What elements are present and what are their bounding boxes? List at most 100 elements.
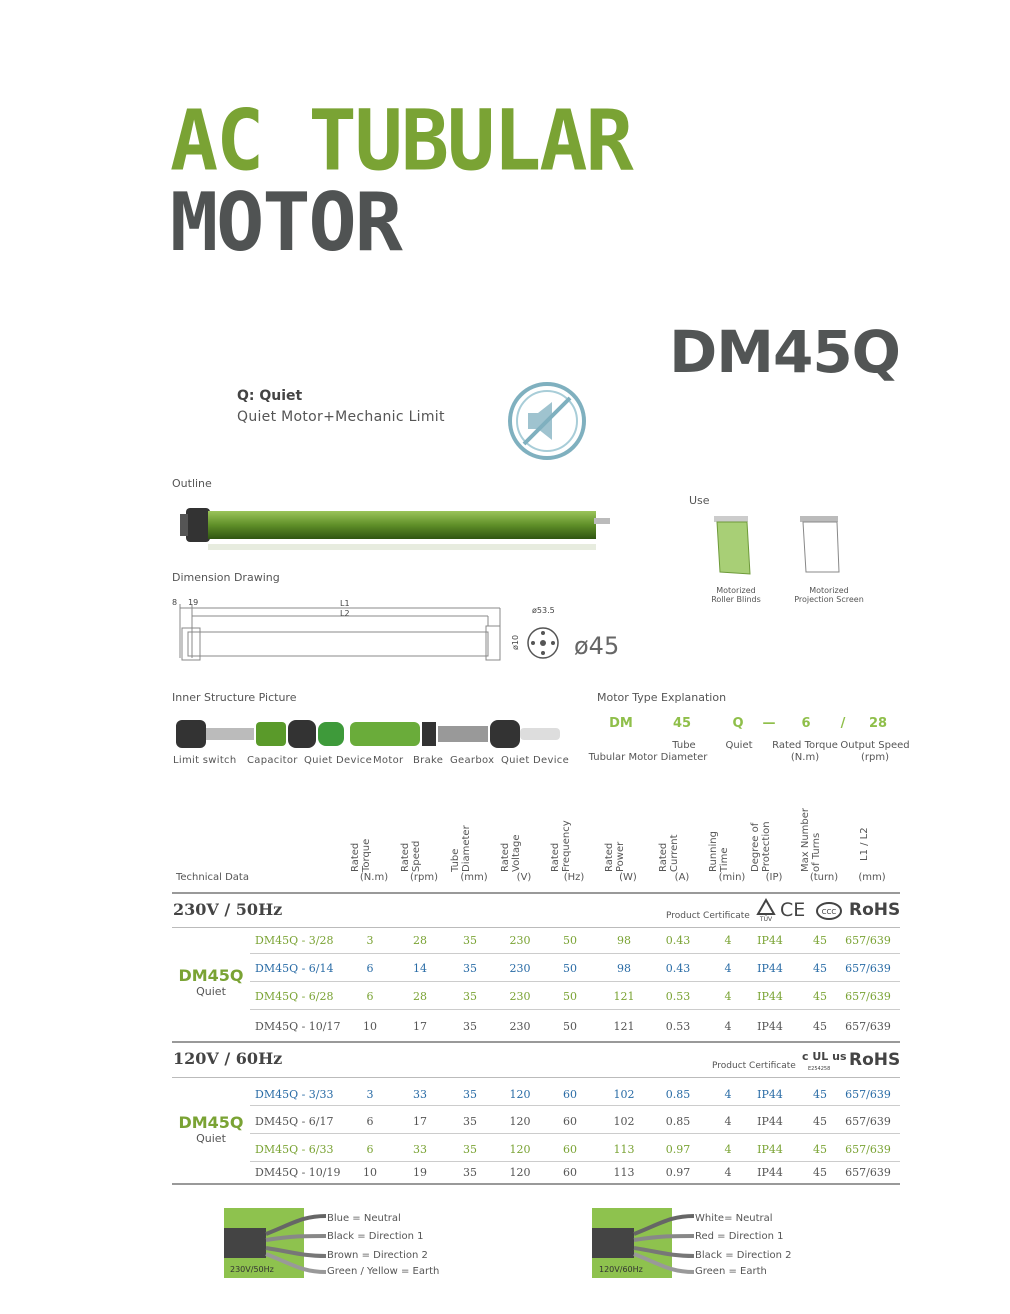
value-cell: 50: [563, 962, 577, 975]
value-cell: 35: [463, 1020, 477, 1033]
column-unit-1: (rpm): [409, 872, 438, 883]
tuv-icon: TÜV: [756, 898, 776, 922]
value-cell: 657/639: [845, 934, 891, 947]
column-unit-3: (V): [516, 872, 532, 883]
dim-a: 8: [172, 598, 178, 607]
column-header-1: Rated Speed: [400, 840, 422, 872]
value-cell: 657/639: [845, 1088, 891, 1101]
title-line1: AC TUBULAR: [170, 91, 634, 190]
value-cell: 33: [413, 1143, 427, 1156]
row-divider: [250, 1105, 900, 1106]
model-cell: DM45Q - 3/33: [255, 1088, 334, 1101]
value-cell: 113: [613, 1143, 635, 1156]
dimension-drawing: [179, 604, 501, 661]
ul-code: E254258: [808, 1066, 831, 1072]
value-cell: 60: [563, 1166, 577, 1179]
value-cell: 60: [563, 1115, 577, 1128]
value-cell: 35: [463, 1166, 477, 1179]
dim-side: ø10: [511, 634, 521, 651]
use-label: Use: [689, 494, 710, 507]
value-cell: 4: [724, 1143, 732, 1156]
value-cell: 0.85: [665, 1115, 691, 1128]
value-cell: 45: [813, 1166, 827, 1179]
column-header-6: Rated Current: [658, 834, 680, 872]
wire-230v-0: Blue = Neutral: [327, 1213, 401, 1224]
value-cell: 4: [724, 1088, 732, 1101]
column-unit-7: (min): [718, 872, 746, 883]
column-header-8: Degree of Protection: [750, 821, 772, 872]
value-cell: 17: [413, 1020, 427, 1033]
value-cell: 121: [613, 990, 635, 1003]
value-cell: 3: [366, 934, 374, 947]
value-cell: 45: [813, 1020, 827, 1033]
wiring-230v-badge: 230V/50Hz: [230, 1265, 274, 1274]
value-cell: 4: [724, 1166, 732, 1179]
code-dash: —: [762, 716, 776, 731]
inner-part-5: Gearbox: [450, 755, 495, 766]
value-cell: IP44: [757, 1143, 783, 1156]
value-cell: 35: [463, 1088, 477, 1101]
column-unit-9: (turn): [809, 872, 839, 883]
dim-l2: L2: [340, 609, 350, 618]
column-header-3: Rated Voltage: [500, 834, 522, 872]
value-cell: IP44: [757, 1088, 783, 1101]
ce-icon: CE: [780, 899, 806, 921]
wiring-230v-image: [224, 1208, 327, 1278]
value-cell: 6: [366, 962, 374, 975]
model-name: DM45Q: [669, 318, 901, 386]
wire-120v-2: Black = Direction 2: [695, 1250, 792, 1261]
value-cell: 45: [813, 1115, 827, 1128]
value-cell: 6: [366, 1115, 374, 1128]
column-header-0: Rated Torque: [350, 838, 372, 872]
value-cell: 657/639: [845, 1166, 891, 1179]
value-cell: 60: [563, 1143, 577, 1156]
end-view-drawing: [527, 627, 559, 659]
value-cell: 0.43: [665, 934, 691, 947]
row-divider: [250, 953, 900, 954]
tube-diameter-callout: ø45: [574, 632, 620, 660]
column-unit-0: (N.m): [359, 872, 389, 883]
value-cell: 50: [563, 990, 577, 1003]
projection-screen-icon: [800, 516, 840, 573]
desc-tubular-motor: Tubular Motor: [588, 752, 658, 763]
wire-230v-3: Green / Yellow = Earth: [327, 1266, 440, 1277]
column-unit-4: (Hz): [563, 872, 585, 883]
ccc-icon: CCC: [816, 902, 842, 920]
value-cell: 120: [509, 1088, 531, 1101]
header-rule: [172, 892, 900, 894]
group-120v: DM45Q Quiet: [178, 1113, 244, 1145]
value-cell: 657/639: [845, 1020, 891, 1033]
value-cell: 10: [363, 1166, 377, 1179]
roller-blind-icon: [714, 516, 751, 575]
model-cell: DM45Q - 6/33: [255, 1143, 334, 1156]
value-cell: 120: [509, 1143, 531, 1156]
outline-label: Outline: [172, 477, 212, 490]
value-cell: 3: [366, 1088, 374, 1101]
desc-output-speed: Output Speed(rpm): [840, 740, 910, 763]
svg-text:TÜV: TÜV: [759, 916, 773, 922]
wire-230v-2: Brown = Direction 2: [327, 1250, 428, 1261]
column-header-4: Rated Frequency: [550, 820, 572, 872]
value-cell: 102: [613, 1088, 635, 1101]
value-cell: 35: [463, 934, 477, 947]
value-cell: 4: [724, 990, 732, 1003]
value-cell: 0.85: [665, 1088, 691, 1101]
column-header-10: L1 / L2: [859, 827, 870, 861]
code-45: 45: [672, 716, 692, 731]
value-cell: 657/639: [845, 1115, 891, 1128]
inner-structure-image: [176, 720, 560, 748]
inner-part-3: Motor: [373, 755, 404, 766]
row-divider: [250, 1133, 900, 1134]
cert-label-230v: Product Certificate: [666, 911, 750, 921]
code-6: 6: [801, 716, 811, 731]
svg-text:CCC: CCC: [822, 908, 837, 916]
value-cell: 45: [813, 1088, 827, 1101]
rohs-120v: RoHS: [849, 1050, 901, 1070]
value-cell: 45: [813, 990, 827, 1003]
dim-l1: L1: [340, 599, 350, 608]
